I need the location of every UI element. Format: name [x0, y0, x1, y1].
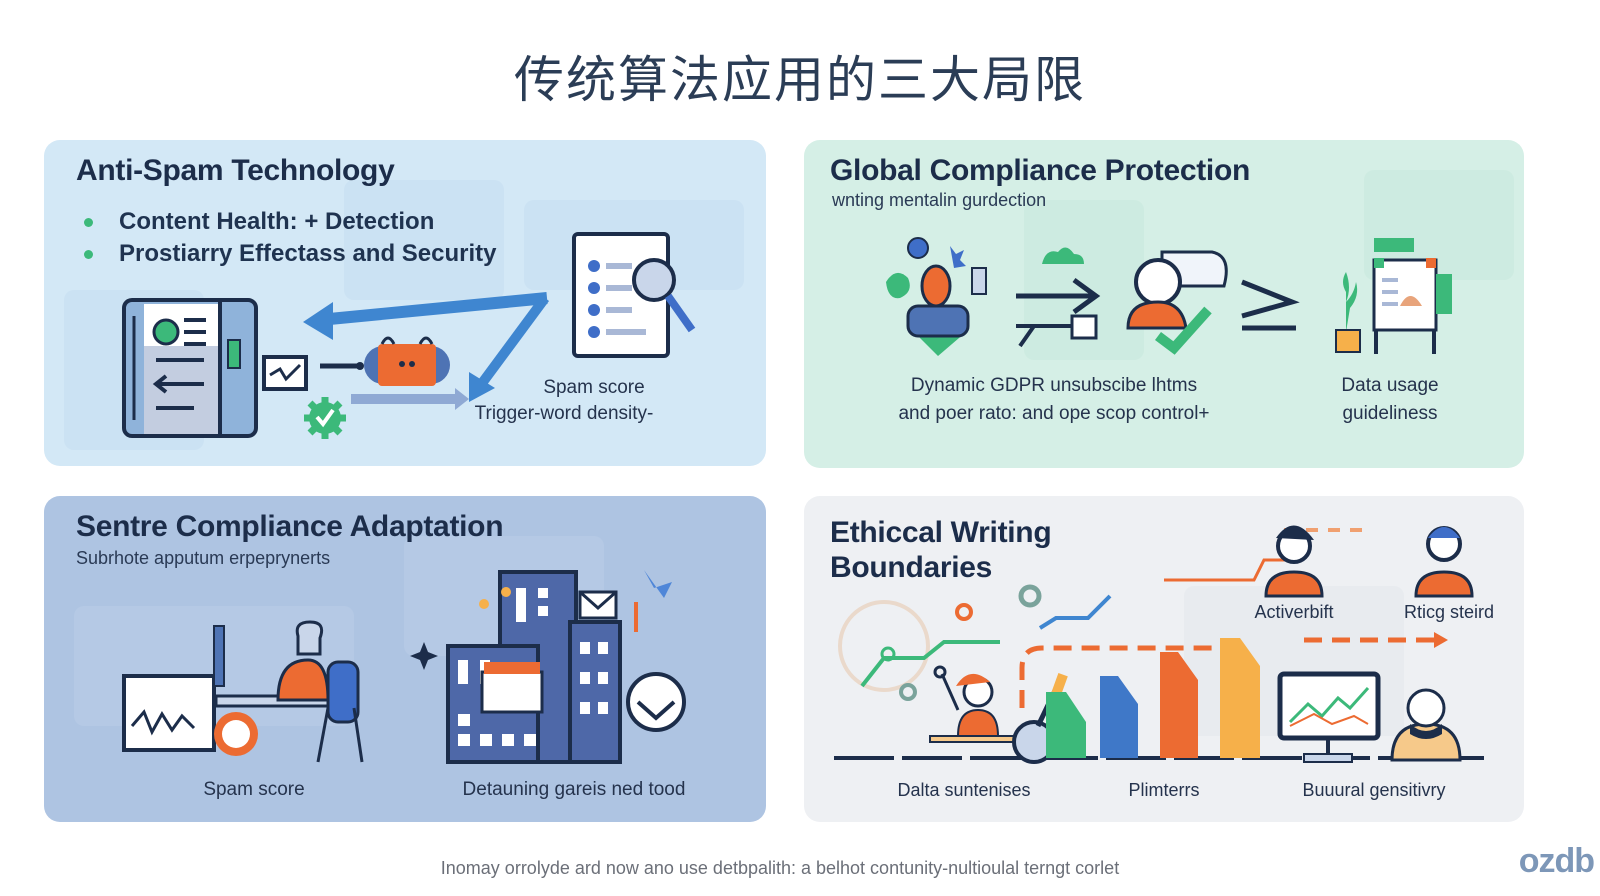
greater-equal-icon — [1241, 279, 1300, 331]
bar-chart-icon — [1046, 638, 1260, 758]
email-icon — [262, 355, 308, 391]
person-at-desk-icon — [122, 620, 364, 763]
checklist-icon — [572, 232, 696, 358]
panel-subtitle: Subrhote apputum erpeprynerts — [76, 548, 331, 568]
flow-lines — [834, 528, 1484, 760]
bullet-item: Prostiarry Effectass and Security — [84, 240, 497, 268]
caption-data-usage-line2: guideliness — [1342, 403, 1438, 424]
caption-gdpr-line1: Dynamic GDPR unsubscibe lhtms — [910, 375, 1198, 396]
person-icon — [929, 665, 1068, 764]
robot-icon — [320, 336, 450, 386]
document-icon — [122, 298, 258, 438]
bullet-item: Content Health: + Detection — [84, 208, 434, 236]
panel-title: Global Compliance Protection — [830, 154, 1250, 187]
arrow-icon — [303, 292, 550, 410]
brand-logo: ozdb — [1518, 842, 1595, 880]
caption-spam-score: Spam score — [543, 377, 645, 398]
building-icon — [410, 570, 686, 764]
page-title: 传统算法应用的三大局限 — [514, 51, 1086, 109]
label-person-2: Rticg steird — [1403, 602, 1495, 622]
caption-sensitivity: Buuural gensitivry — [1302, 780, 1446, 800]
label-person-1: Activerbift — [1254, 602, 1334, 622]
panel-anti-spam: Anti-Spam Technology Content Health: + D… — [44, 140, 766, 466]
user-check-icon — [1126, 250, 1228, 355]
caption-data: Dalta suntenises — [897, 780, 1031, 800]
caption-plimterrs: Plimterrs — [1128, 780, 1200, 800]
panel-subtitle: wnting mentalin gurdection — [832, 190, 1047, 210]
caption-gdpr-line2: and poer rato: and ope scop control+ — [898, 403, 1210, 424]
arrow-right-icon — [1016, 247, 1101, 348]
avatar-icon — [1264, 525, 1474, 598]
bullet-dot-icon — [84, 217, 93, 227]
footer-text: Inomay orrolyde ard now ano use detbpali… — [440, 858, 1120, 878]
panel-global-compliance: Global Compliance Protection wnting ment… — [804, 140, 1524, 468]
monitor-chart-icon — [1277, 671, 1462, 763]
gear-check-icon — [304, 397, 346, 439]
caption-trigger-word: Trigger-word density- — [474, 403, 654, 424]
panel-sentre-compliance: Sentre Compliance Adaptation Subrhote ap… — [44, 496, 766, 822]
caption-data-usage-line1: Data usage — [1341, 375, 1439, 396]
caption-detauning: Detauning gareis ned tood — [462, 779, 686, 800]
caption-spam-score: Spam score — [203, 779, 305, 800]
bullet-dot-icon — [84, 249, 93, 259]
user-icon — [886, 237, 987, 356]
board-icon — [1335, 238, 1452, 354]
panel-title: Sentre Compliance Adaptation — [76, 510, 504, 543]
panel-title: Anti-Spam Technology — [76, 154, 395, 187]
